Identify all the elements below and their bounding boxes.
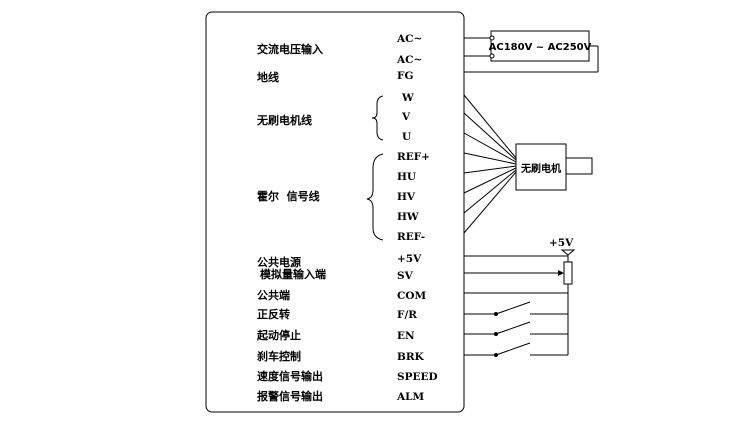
- pin-u: U: [402, 131, 411, 143]
- pin-v: V: [401, 111, 411, 123]
- pot-wiper-arrow: [558, 270, 564, 276]
- label-analog-input: 模拟量输入端: [260, 267, 326, 281]
- terminal-ac1: [489, 35, 495, 41]
- label-speed-out: 速度信号输出: [257, 369, 323, 383]
- pin-sv: SV: [397, 270, 414, 282]
- pin-fr: F/R: [397, 309, 417, 321]
- label-power: 公共电源: [257, 255, 301, 269]
- brace-hall: [366, 153, 384, 241]
- brace-motor: [371, 95, 384, 141]
- label-common: 公共端: [257, 288, 290, 302]
- pot-supply-symbol: [560, 249, 576, 256]
- label-alarm-out: 报警信号输出: [257, 389, 323, 403]
- potentiometer: [563, 261, 573, 285]
- label-brake: 刹车控制: [257, 349, 301, 363]
- pin-hu: HU: [397, 171, 416, 183]
- label-ac-input: 交流电压输入: [257, 42, 323, 56]
- pin-5v: +5V: [397, 253, 422, 265]
- controller-box: [205, 11, 465, 413]
- fr-switch-blade: [495, 301, 531, 315]
- pin-com: COM: [397, 290, 427, 302]
- pin-ref-minus: REF-: [397, 231, 425, 243]
- pin-speed: SPEED: [397, 371, 438, 383]
- ac-supply-label: AC180V ~ AC250V: [489, 42, 592, 53]
- pin-brk: BRK: [397, 351, 425, 363]
- pot-supply-label: +5V: [549, 237, 574, 249]
- label-hall-wires: 霍尔 信号线: [257, 189, 320, 203]
- en-switch-blade: [495, 321, 531, 335]
- pin-en: EN: [397, 330, 415, 342]
- motor-fanout-wires: [463, 94, 517, 234]
- label-motor-wires: 无刷电机线: [256, 113, 312, 127]
- pin-ac1: AC~: [396, 33, 422, 45]
- label-start-stop: 起动停止: [256, 328, 301, 342]
- terminal-ac2: [489, 53, 495, 59]
- pin-w: W: [401, 92, 414, 104]
- pin-hv: HV: [397, 191, 416, 203]
- brk-switch-blade: [495, 342, 531, 356]
- pin-fg: FG: [397, 70, 413, 82]
- label-direction: 正反转: [257, 307, 290, 321]
- pin-ac2: AC~: [396, 54, 422, 66]
- motor-label: 无刷电机: [520, 162, 561, 175]
- pin-ref-plus: REF+: [397, 151, 430, 163]
- label-ground: 地线: [257, 70, 279, 84]
- motor-shaft: [565, 157, 593, 175]
- pin-hw: HW: [397, 211, 419, 223]
- pin-alm: ALM: [396, 391, 425, 403]
